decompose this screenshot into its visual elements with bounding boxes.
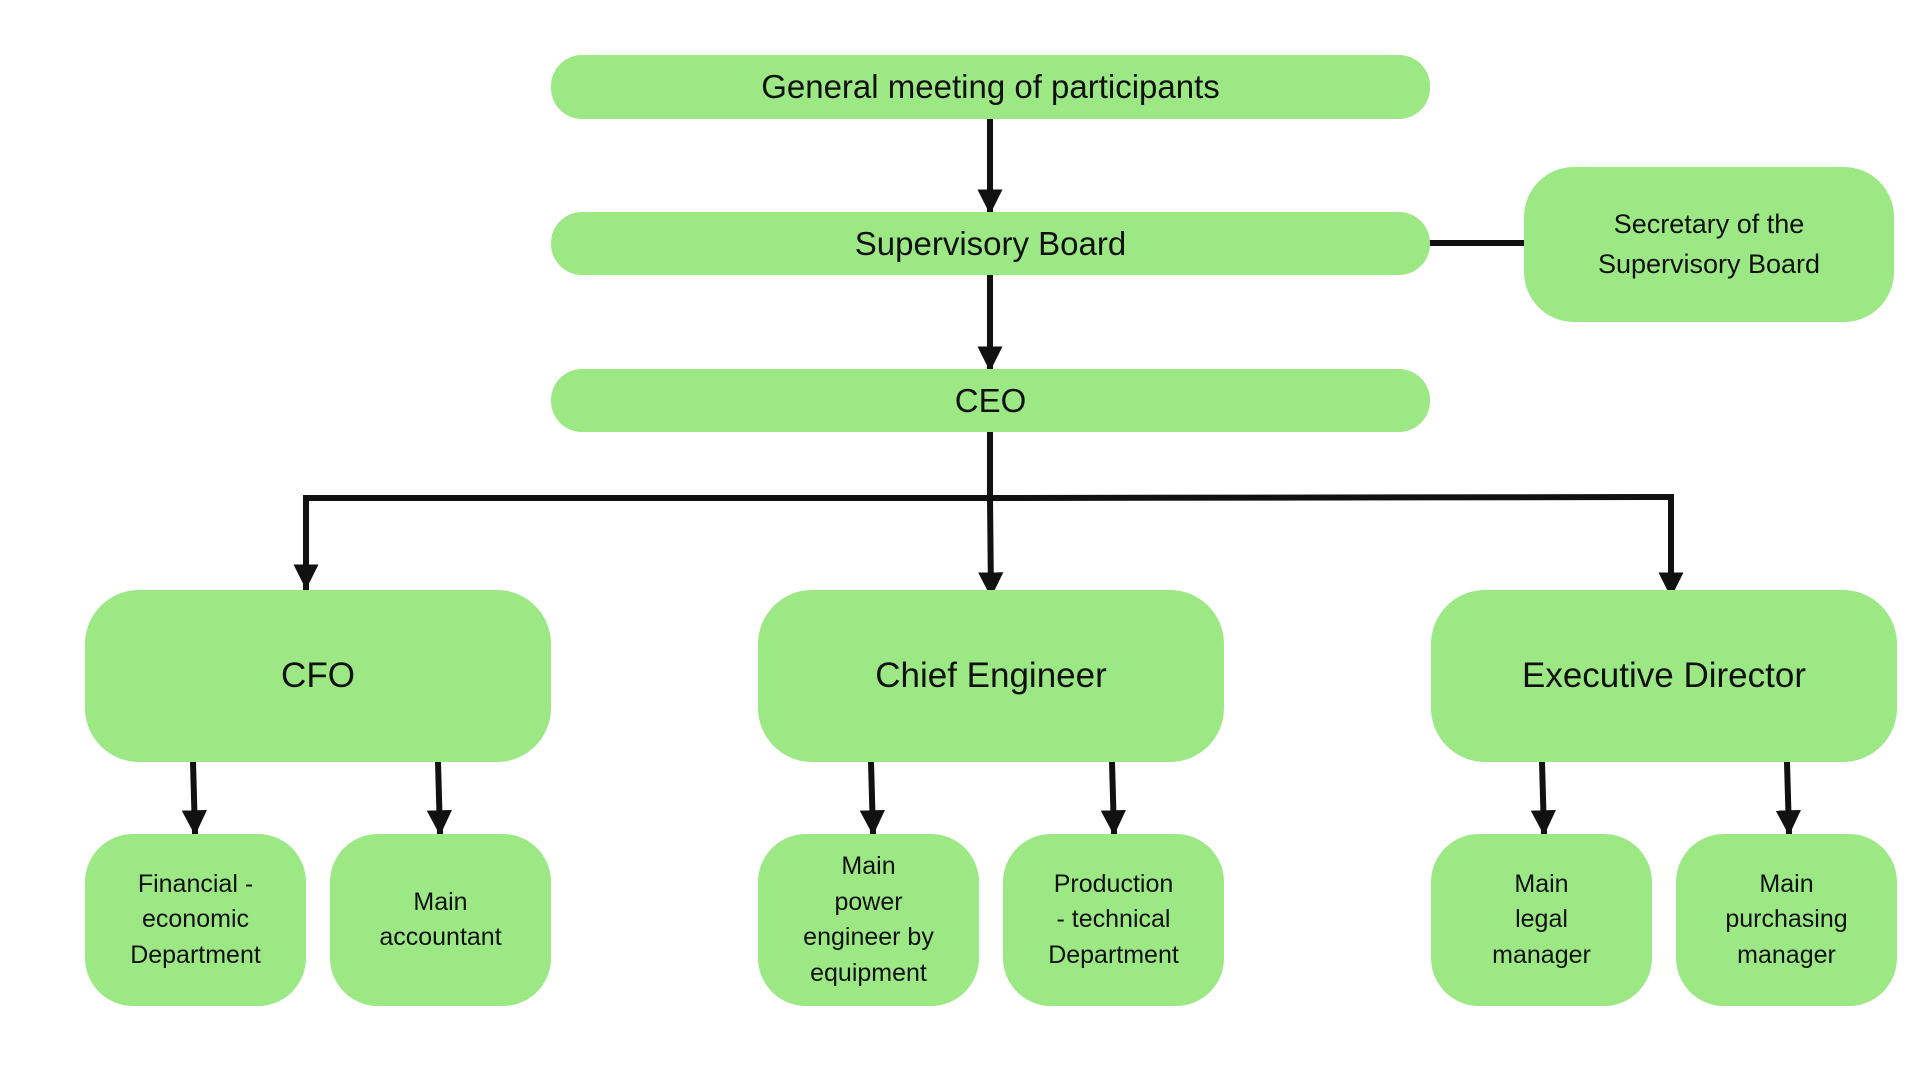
node-chief-engineer-label: Chief Engineer — [875, 656, 1107, 695]
node-main-purchasing-manager-label: Main purchasing manager — [1725, 869, 1848, 969]
node-supervisory-board-label: Supervisory Board — [854, 224, 1127, 262]
node-main-power-engineer: Main power engineer by equipment — [758, 834, 979, 1006]
node-executive-director-label: Executive Director — [1522, 656, 1806, 695]
arrow-to-main-purchasing-manager — [1775, 758, 1801, 837]
arrow-to-financial-department — [181, 758, 207, 837]
arrow-to-production-department — [1100, 758, 1126, 837]
node-main-legal-manager: Main legal manager — [1431, 834, 1652, 1006]
node-financial-department: Financial - economic Department — [85, 834, 306, 1006]
node-main-purchasing-manager: Main purchasing manager — [1676, 834, 1897, 1006]
node-executive-director: Executive Director — [1431, 590, 1897, 762]
node-main-power-engineer-label: Main power engineer by equipment — [803, 852, 934, 987]
node-general-meeting-label: General meeting of participants — [761, 68, 1220, 105]
node-main-legal-manager-label: Main legal manager — [1492, 869, 1591, 969]
node-ceo: CEO — [551, 369, 1430, 432]
node-main-accountant: Main accountant — [330, 834, 551, 1006]
arrow-to-main-accountant — [426, 758, 452, 837]
node-cfo-label: CFO — [281, 656, 355, 695]
node-production-department: Production - technical Department — [1003, 834, 1224, 1006]
node-cfo: CFO — [85, 590, 551, 762]
node-main-accountant-label: Main accountant — [379, 887, 502, 952]
arrow-to-main-legal-manager — [1530, 758, 1556, 837]
node-supervisory-board: Supervisory Board — [551, 212, 1430, 275]
node-secretary-label: Secretary of the Supervisory Board — [1597, 209, 1821, 279]
node-ceo-label: CEO — [954, 381, 1027, 419]
node-chief-engineer: Chief Engineer — [758, 590, 1224, 762]
node-production-department-label: Production - technical Department — [1048, 869, 1179, 969]
arrow-to-main-power-engineer — [859, 758, 885, 837]
node-financial-department-label: Financial - economic Department — [130, 869, 261, 969]
node-secretary: Secretary of the Supervisory Board — [1524, 167, 1894, 322]
arrow-to-chief-engineer — [978, 494, 1004, 599]
node-general-meeting: General meeting of participants — [551, 55, 1430, 119]
